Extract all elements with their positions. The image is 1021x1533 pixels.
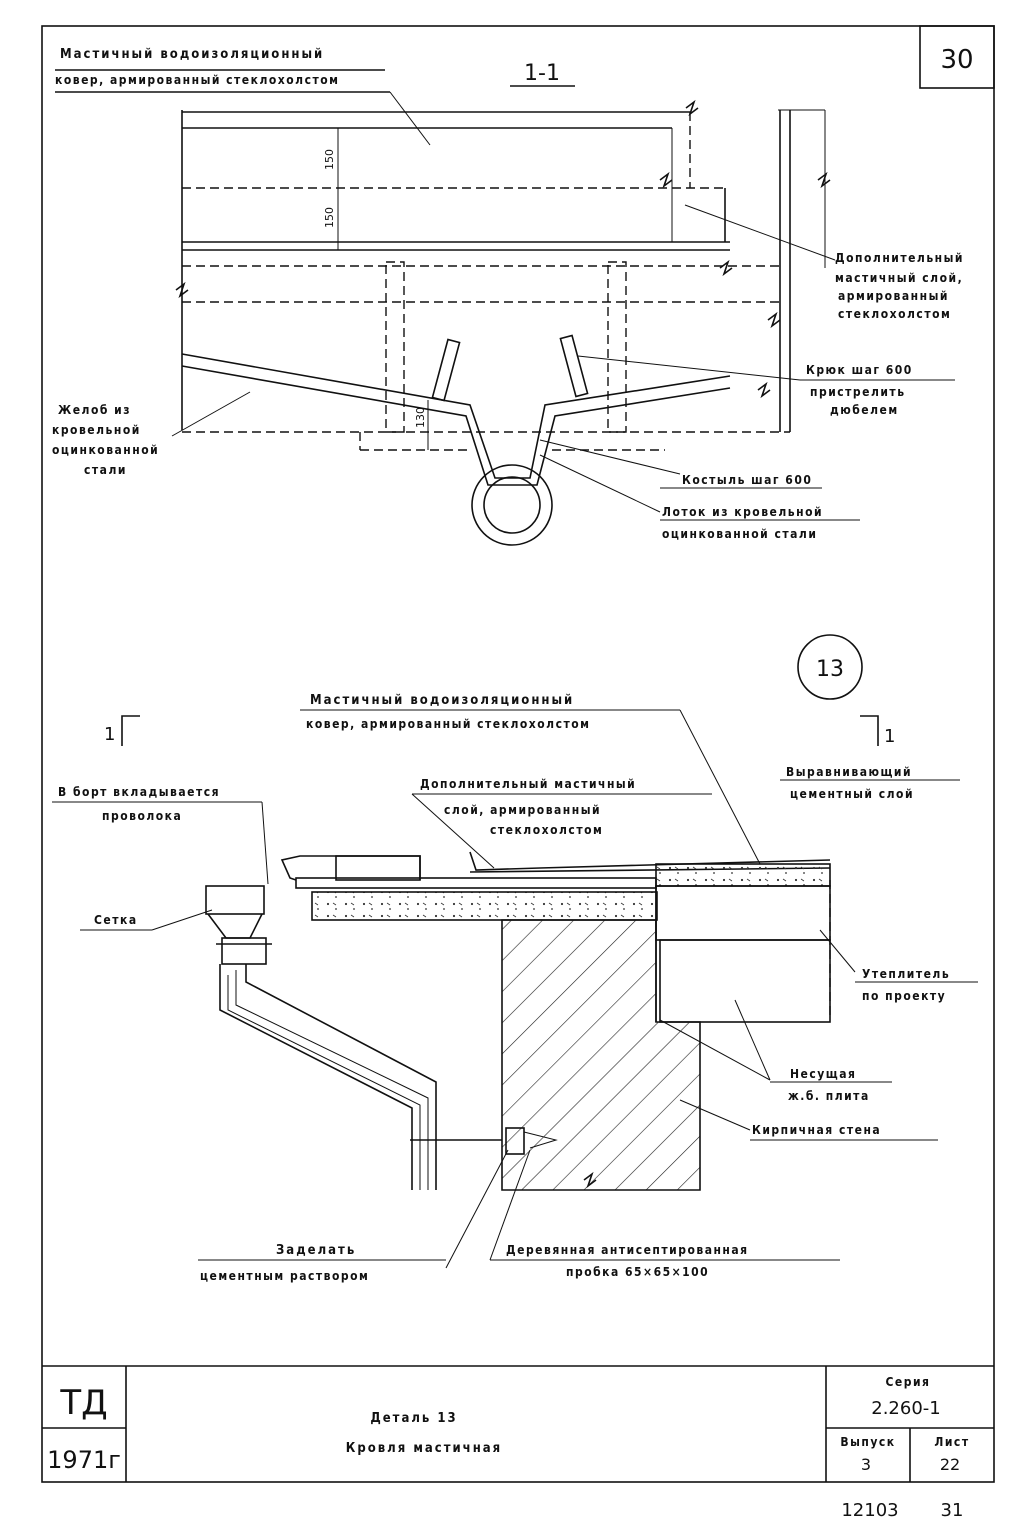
org-code: ТД — [59, 1383, 107, 1423]
detail-carpet-label-1: Мастичный водоизоляционный — [310, 693, 574, 708]
slab-label-2: ж.б. плита — [788, 1089, 870, 1103]
drawing-title: Деталь 13 — [370, 1411, 457, 1426]
mortar-label-2: цементным раствором — [200, 1269, 369, 1283]
gutter-label-2: кровельной — [52, 423, 141, 437]
hook-label-3: дюбелем — [830, 403, 899, 417]
footer-page: 31 — [941, 1500, 964, 1521]
mortar-label-1: Заделать — [276, 1243, 356, 1258]
sheet-frame — [41, 25, 995, 1483]
detail-13: 13 1 1 Мастичный водоизоляционный ковер,… — [52, 634, 978, 1283]
dim-130: 130 — [414, 407, 427, 428]
title-block: ТД 1971г Деталь 13 Кровля мастичная Сери… — [42, 1365, 994, 1482]
cut-mark-right: 1 — [884, 726, 895, 747]
hook-label-1: Крюк шаг 600 — [806, 363, 913, 377]
tray-label-1: Лоток из кровельной — [662, 505, 823, 519]
mesh-label: Сетка — [94, 913, 138, 927]
wire-label-1: В борт вкладывается — [58, 785, 220, 799]
extra-layer-label-1: Дополнительный — [835, 251, 964, 265]
footer-code: 12103 — [841, 1500, 898, 1521]
gutter-label-4: стали — [84, 463, 127, 477]
roof-slab — [311, 891, 658, 921]
series-value: 2.260-1 — [871, 1398, 940, 1419]
drawing-subtitle: Кровля мастичная — [346, 1441, 502, 1456]
wire-label-2: проволока — [102, 809, 182, 823]
dim-150-a: 150 — [323, 149, 336, 170]
sheet-label: Лист — [934, 1435, 969, 1449]
section-title: 1-1 — [524, 61, 560, 86]
insulation-label-1: Утеплитель — [862, 967, 950, 981]
section-1-1: 1-1 Мастичный водоизоляционный ковер, ар… — [52, 47, 964, 546]
series-label: Серия — [886, 1375, 931, 1389]
extra-layer-d-label-1: Дополнительный мастичный — [420, 777, 636, 791]
extra-layer-d-label-2: слой, армированный — [444, 803, 601, 817]
insulation-label-2: по проекту — [862, 989, 946, 1003]
leveling-label-1: Выравнивающий — [786, 765, 912, 779]
extra-layer-label-2: мастичный слой, — [835, 271, 963, 285]
plug-label-1: Деревянная антисептированная — [506, 1243, 749, 1257]
detail-marker: 13 — [816, 657, 844, 682]
top-carpet-label-1: Мастичный водоизоляционный — [60, 47, 324, 62]
plug-label-2: пробка 65×65×100 — [566, 1265, 709, 1279]
brick-wall — [501, 919, 701, 1191]
issue-label: Выпуск — [840, 1435, 895, 1449]
sheet-value: 22 — [940, 1455, 960, 1474]
extra-layer-label-3: армированный — [838, 289, 949, 303]
hook-label-2: пристрелить — [810, 385, 906, 399]
sheet-number: 30 — [940, 45, 973, 75]
cut-mark-left: 1 — [104, 724, 115, 745]
extra-layer-label-4: стеклохолстом — [838, 307, 951, 321]
leveling-label-2: цементный слой — [790, 787, 914, 801]
slab-label-1: Несущая — [790, 1067, 856, 1081]
sheet-number-box — [919, 25, 995, 89]
dim-150-b: 150 — [323, 207, 336, 228]
tray-label-2: оцинкованной стали — [662, 527, 817, 541]
top-carpet-label-2: ковер, армированный стеклохолстом — [55, 73, 339, 87]
year: 1971г — [47, 1446, 121, 1474]
gutter-label-3: оцинкованной — [52, 443, 159, 457]
wall-label: Кирпичная стена — [752, 1123, 881, 1137]
issue-value: 3 — [861, 1455, 871, 1474]
crutch-label: Костыль шаг 600 — [682, 473, 812, 487]
detail-carpet-label-2: ковер, армированный стеклохолстом — [306, 717, 590, 731]
gutter-label-1: Желоб из — [58, 403, 131, 417]
extra-layer-d-label-3: стеклохолстом — [490, 823, 603, 837]
